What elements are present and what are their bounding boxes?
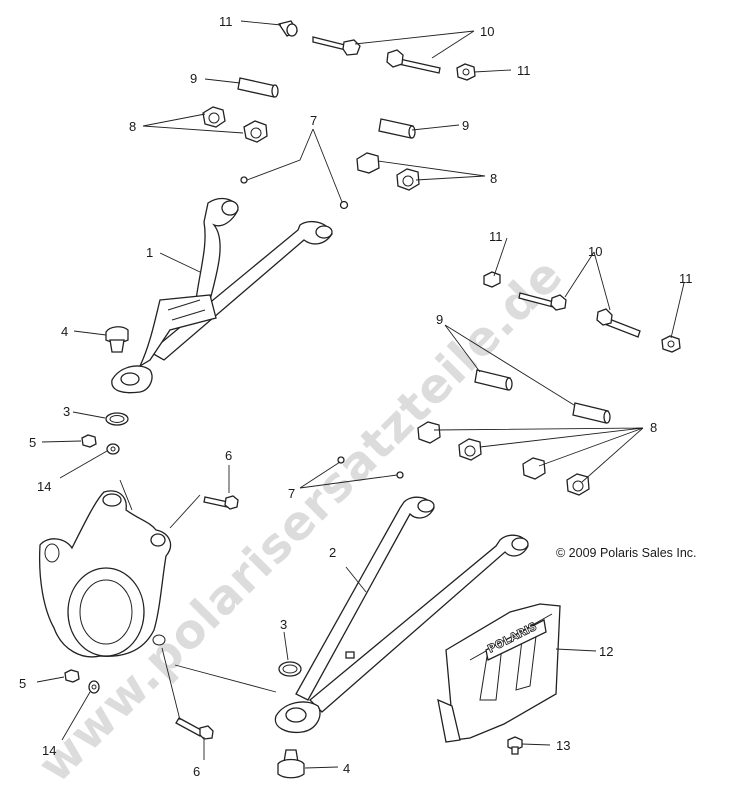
callout-11: 11: [219, 14, 233, 29]
ball-joint-4-upper: [105, 326, 129, 353]
bushing-8-right-c: [417, 421, 441, 444]
bushing-8-right-f: [566, 473, 590, 496]
bolt-10-top-right: [386, 49, 441, 74]
bolt-10-right-b: [596, 308, 641, 338]
callout-9: 9: [436, 312, 443, 327]
callout-11: 11: [517, 63, 531, 78]
callout-14: 14: [37, 479, 51, 494]
grease-fitting-7-lower-b: [396, 471, 404, 479]
bushing-8-right-e: [522, 457, 546, 480]
callout-10: 10: [588, 244, 602, 259]
sleeve-9-right-a: [474, 369, 513, 391]
bushing-8-right-a: [356, 152, 380, 174]
callout-6: 6: [225, 448, 232, 463]
bolt-6-lower: [175, 717, 214, 740]
callout-1: 1: [146, 245, 153, 260]
washer-14-upper: [106, 443, 120, 455]
sleeve-9-right-b: [572, 402, 611, 424]
copyright-text: © 2009 Polaris Sales Inc.: [556, 546, 697, 560]
nut-11-top: [456, 63, 476, 81]
callout-4: 4: [61, 324, 68, 339]
bolt-13: [507, 736, 523, 755]
grease-fitting-7-top-a: [240, 176, 248, 184]
callout-8: 8: [650, 420, 657, 435]
callout-12: 12: [599, 644, 613, 659]
sleeve-9-right: [378, 118, 416, 139]
bolt-10-top-left: [312, 36, 361, 56]
ball-joint-4-lower: [277, 749, 305, 779]
upper-a-arm-1: [111, 197, 333, 394]
callout-5: 5: [29, 435, 36, 450]
callout-11: 11: [489, 229, 503, 244]
leader-lines: [36, 20, 685, 769]
callout-2: 2: [329, 545, 336, 560]
lower-a-arm-2: [274, 496, 529, 734]
nut-11-right: [661, 335, 681, 353]
steering-knuckle: [38, 490, 172, 658]
grease-fitting-7-lower-a: [337, 456, 345, 464]
callout-13: 13: [556, 738, 570, 753]
callout-14: 14: [42, 743, 56, 758]
callout-7: 7: [288, 486, 295, 501]
callout-5: 5: [19, 676, 26, 691]
nut-5-lower: [64, 669, 80, 683]
callout-7: 7: [310, 113, 317, 128]
bolt-6-upper: [203, 495, 239, 510]
callout-3: 3: [280, 617, 287, 632]
grease-fitting-7-top-b: [339, 200, 349, 210]
callout-8: 8: [490, 171, 497, 186]
callout-9: 9: [190, 71, 197, 86]
bushing-11-top: [277, 20, 298, 37]
callout-3: 3: [63, 404, 70, 419]
bushing-8-left-a: [202, 106, 226, 128]
callout-9: 9: [462, 118, 469, 133]
callouts: 11 10 11 9 8 7 9 8 1 11 10 11 4 9 3 5 8 …: [19, 14, 693, 779]
retaining-ring-3-lower: [278, 661, 302, 677]
callout-4: 4: [343, 761, 350, 776]
nut-5-upper: [81, 434, 97, 448]
sleeve-9-left: [237, 77, 279, 98]
retaining-ring-3-upper: [105, 412, 129, 426]
callout-10: 10: [480, 24, 494, 39]
callout-8: 8: [129, 119, 136, 134]
callout-6: 6: [193, 764, 200, 779]
skid-plate-12: POLARIS: [437, 603, 561, 743]
callout-11: 11: [679, 271, 693, 286]
bushing-8-right-d: [458, 438, 482, 461]
bolt-10-right-a: [518, 292, 567, 311]
bushing-8-right-b: [396, 168, 420, 191]
washer-14-lower: [88, 680, 100, 694]
bushing-8-left-b: [243, 120, 268, 143]
bushing-11-right-a: [483, 271, 501, 288]
